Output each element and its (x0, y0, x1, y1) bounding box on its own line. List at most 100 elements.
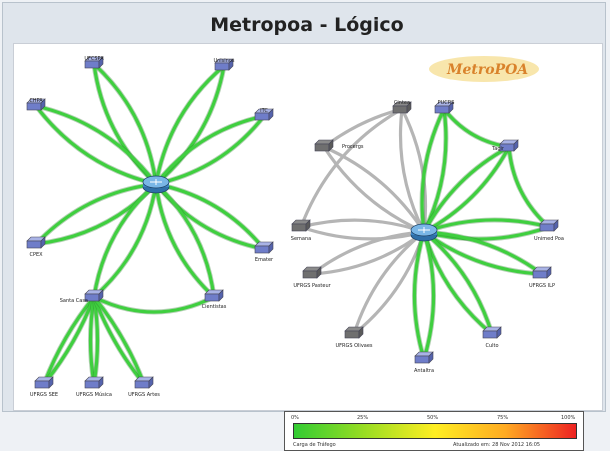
link-right-8[interactable] (352, 230, 426, 336)
link-tagir-unimed[interactable] (507, 145, 551, 229)
link-left-b-2[interactable] (34, 104, 158, 186)
link-pucrs-tagir[interactable] (442, 107, 511, 149)
link-left-6[interactable] (92, 182, 158, 299)
network-node[interactable]: UFRGS SEE (30, 376, 58, 398)
link-left-7[interactable] (154, 182, 216, 299)
link-right-b-10[interactable] (422, 230, 436, 361)
link-right-b-7[interactable] (422, 230, 544, 276)
link-left-4[interactable] (34, 182, 158, 246)
legend-tick-25: 25% (357, 415, 369, 421)
node-label: Emater (255, 257, 274, 263)
node-label: ITC (260, 108, 268, 114)
network-node[interactable]: Procergs (314, 139, 364, 152)
link-left-b-6[interactable] (92, 182, 158, 299)
link-sub-2[interactable] (92, 295, 146, 386)
link-right-2[interactable] (322, 145, 426, 234)
legend-tick-100: 100% (561, 415, 576, 421)
network-node[interactable]: UFRGS ILP (529, 266, 555, 289)
link-cintea-semana[interactable] (299, 107, 404, 229)
link-left-b-5[interactable] (154, 182, 266, 251)
link-left-3[interactable] (154, 114, 266, 186)
link-left-b-3[interactable] (154, 114, 266, 186)
link-right-b-0[interactable] (398, 107, 426, 234)
node-label: UFRGS Artes (128, 392, 160, 398)
link-right-4[interactable] (299, 218, 426, 234)
network-node[interactable]: Culto (482, 326, 502, 349)
node-label: Culto (485, 343, 498, 349)
node-label: UFRGS Música (76, 391, 112, 398)
node-label: Semana (291, 236, 311, 242)
link-right-b-2[interactable] (322, 145, 426, 234)
network-node[interactable]: UFRGS Pasteur (293, 266, 332, 289)
left-hub-router[interactable] (142, 175, 170, 194)
link-left-0[interactable] (92, 62, 158, 186)
network-node[interactable]: Semana (291, 219, 311, 242)
link-left-b-1[interactable] (154, 64, 226, 186)
network-node[interactable]: UFRGS Artes (128, 376, 160, 398)
link-right-b-3[interactable] (422, 145, 511, 234)
link-left-b-6-shadow (91, 181, 159, 300)
link-sub-0[interactable] (42, 295, 96, 386)
network-node[interactable]: Unisinos (213, 58, 235, 71)
link-left-b-7[interactable] (154, 182, 216, 299)
node-label: PUCRS (438, 100, 455, 106)
node-label: Unisinos (213, 58, 234, 64)
link-right-b-5[interactable] (422, 218, 551, 234)
legend-tick-50: 50% (427, 415, 439, 421)
node-label: Antaltra (414, 368, 434, 374)
link-left-2[interactable] (34, 104, 158, 186)
node-label: CPEX (29, 252, 43, 258)
network-node[interactable]: Cintea (392, 100, 412, 114)
link-pucrs-tagir-shadow (441, 106, 512, 150)
link-right-7[interactable] (422, 230, 544, 276)
link-right-b-4[interactable] (299, 225, 426, 241)
link-right-3[interactable] (422, 145, 511, 234)
network-node[interactable]: Antaltra (414, 351, 434, 374)
link-left-3-shadow (153, 113, 267, 187)
link-sub-b-2[interactable] (92, 295, 146, 386)
legend-caption: Carga de Tráfego (293, 442, 336, 448)
network-node[interactable]: Emater (254, 241, 274, 263)
network-node[interactable]: UFRGS Olivaes (335, 326, 373, 349)
right-hub-router[interactable] (410, 223, 438, 242)
left-links (33, 61, 267, 387)
node-label: Cintea (394, 100, 410, 106)
link-left-1[interactable] (154, 64, 226, 186)
link-sub-b-1[interactable] (92, 295, 100, 386)
link-left-6-shadow (91, 181, 159, 300)
network-node[interactable]: Tagir (491, 139, 519, 152)
node-label: Unimed Poa (534, 236, 564, 242)
link-left-b-3-shadow (153, 113, 267, 187)
network-node[interactable]: ITC (254, 108, 274, 121)
link-right-0[interactable] (400, 107, 428, 234)
link-right-b-9[interactable] (422, 230, 494, 336)
link-right-5[interactable] (422, 225, 551, 241)
network-node[interactable]: PUCRS (434, 100, 455, 114)
network-node[interactable]: CPEX (26, 236, 46, 258)
legend-updated: Atualizado em: 28 Nov 2012 16:05 (453, 442, 541, 448)
traffic-legend: 0% 25% 50% 75% 100% Carga de Tráfego Atu… (284, 411, 584, 451)
network-node[interactable]: Santa Casa (60, 289, 104, 304)
network-node[interactable]: Unimed Poa (534, 219, 564, 242)
link-right-6[interactable] (310, 230, 426, 276)
network-node[interactable]: UFRGS Música (76, 376, 112, 398)
link-right-b-1[interactable] (420, 107, 446, 234)
link-left-b-1-shadow (153, 63, 227, 187)
node-label: Procergs (342, 144, 364, 150)
node-label: UFCSPA (84, 56, 104, 62)
link-sub-b-0[interactable] (42, 295, 96, 386)
network-node[interactable]: UFCSPA (84, 56, 104, 69)
network-node[interactable]: CHPA (26, 98, 46, 111)
network-node[interactable]: Cientistas (202, 289, 227, 310)
legend-tick-0: 0% (291, 415, 299, 421)
link-sub-1[interactable] (88, 295, 96, 386)
svg-text:MetroPOA: MetroPOA (446, 62, 528, 78)
link-santa-cient[interactable] (92, 295, 216, 314)
link-tagir-unimed-shadow (506, 144, 552, 230)
link-right-10[interactable] (412, 230, 426, 361)
traffic-gradient-bar (293, 423, 577, 439)
